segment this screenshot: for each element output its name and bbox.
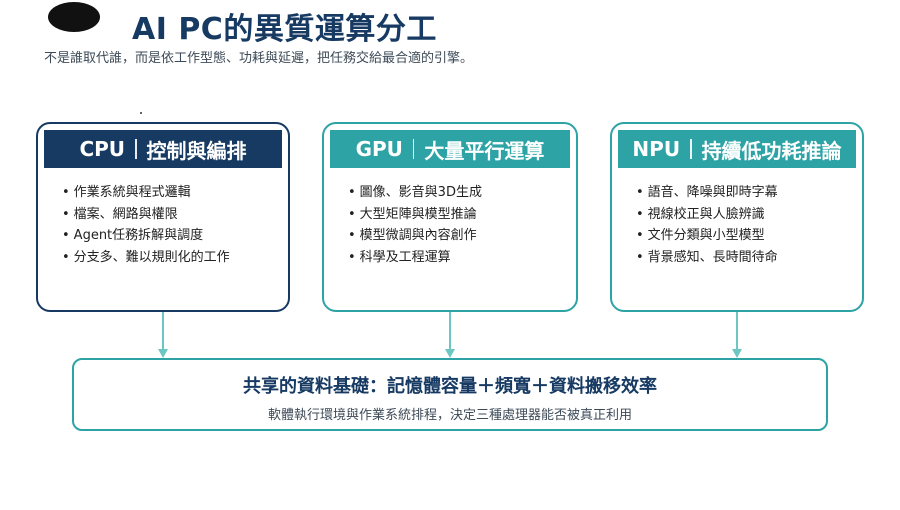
npu-card-name: NPU [632, 137, 681, 161]
shared-foundation-box: 共享的資料基礎：記憶體容量＋頻寬＋資料搬移效率 軟體執行環境與作業系統排程，決定… [72, 358, 828, 431]
list-item: Agent任務拆解與調度 [62, 225, 230, 247]
npu-connector-line [736, 312, 738, 356]
logo-blob [48, 2, 100, 32]
page-title: AI PC的異質運算分工 [132, 12, 437, 47]
gpu-card-separator [412, 139, 415, 159]
list-item: 分支多、難以規則化的工作 [62, 247, 230, 269]
list-item: 作業系統與程式邏輯 [62, 182, 230, 204]
list-item: 模型微調與內容創作 [348, 225, 482, 247]
list-item: 文件分類與小型模型 [636, 225, 778, 247]
cpu-card-separator [135, 139, 137, 159]
cpu-card-name: CPU [79, 137, 126, 161]
gpu-card-role: 大量平行運算 [424, 138, 545, 163]
npu-card: NPU 持續低功耗推論 語音、降噪與即時字幕 視線校正與人臉辨識 文件分類與小型… [610, 122, 864, 312]
stray-dot [140, 112, 142, 114]
npu-task-list: 語音、降噪與即時字幕 視線校正與人臉辨識 文件分類與小型模型 背景感知、長時間待… [636, 182, 778, 268]
list-item: 檔案、網路與權限 [62, 204, 230, 226]
list-item: 大型矩陣與模型推論 [348, 204, 482, 226]
list-item: 圖像、影音與3D生成 [348, 182, 482, 204]
page-subtitle: 不是誰取代誰，而是依工作型態、功耗與延遲，把任務交給最合適的引擎。 [44, 51, 474, 66]
gpu-task-list: 圖像、影音與3D生成 大型矩陣與模型推論 模型微調與內容創作 科學及工程運算 [348, 182, 482, 268]
gpu-connector-line [449, 312, 451, 356]
npu-card-header: NPU 持續低功耗推論 [618, 130, 856, 168]
list-item: 科學及工程運算 [348, 247, 482, 269]
npu-card-role: 持續低功耗推論 [701, 138, 842, 163]
gpu-connector-arrow-icon [445, 349, 455, 358]
cpu-card-header: CPU 控制與編排 [44, 130, 282, 168]
cpu-task-list: 作業系統與程式邏輯 檔案、網路與權限 Agent任務拆解與調度 分支多、難以規則… [62, 182, 230, 268]
npu-card-separator [690, 139, 692, 159]
gpu-card-name: GPU [355, 137, 403, 161]
list-item: 背景感知、長時間待命 [636, 247, 778, 269]
cpu-card-role: 控制與編排 [146, 138, 247, 163]
list-item: 視線校正與人臉辨識 [636, 204, 778, 226]
cpu-connector-arrow-icon [158, 349, 168, 358]
cpu-card: CPU 控制與編排 作業系統與程式邏輯 檔案、網路與權限 Agent任務拆解與調… [36, 122, 290, 312]
list-item: 語音、降噪與即時字幕 [636, 182, 778, 204]
cpu-connector-line [162, 312, 164, 356]
gpu-card-header: GPU 大量平行運算 [330, 130, 570, 168]
npu-connector-arrow-icon [732, 349, 742, 358]
foundation-description: 軟體執行環境與作業系統排程，決定三種處理器能否被真正利用 [267, 408, 632, 423]
gpu-card: GPU 大量平行運算 圖像、影音與3D生成 大型矩陣與模型推論 模型微調與內容創… [322, 122, 578, 312]
foundation-title: 共享的資料基礎：記憶體容量＋頻寬＋資料搬移效率 [243, 376, 657, 397]
